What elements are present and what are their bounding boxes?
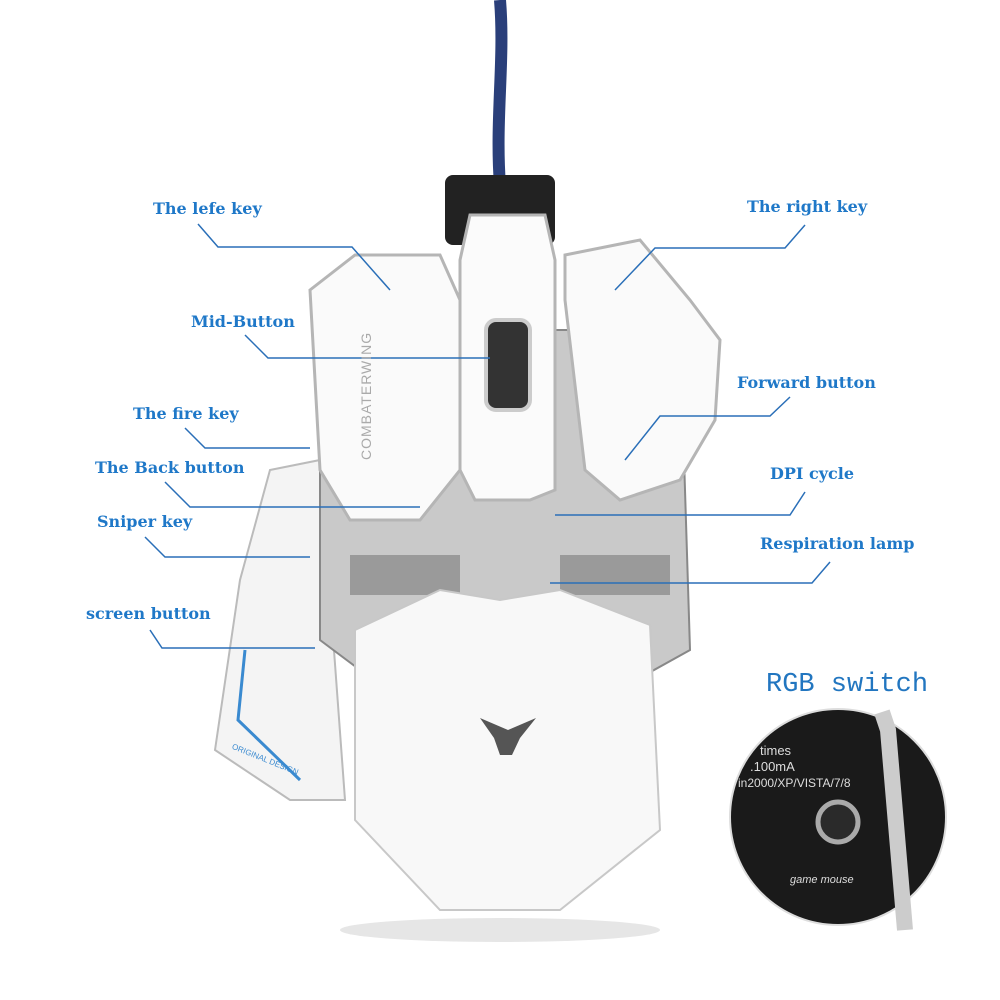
- inset-frame-edge: [874, 709, 913, 931]
- spring-right: [560, 555, 670, 595]
- blue-accent: [236, 649, 302, 782]
- leader-fire-key: [184, 427, 310, 449]
- inset-line-1: times: [760, 743, 792, 758]
- leader-sniper-key: [144, 536, 310, 558]
- label-sniper-key: Sniper key: [97, 512, 193, 531]
- label-screen-button: screen button: [86, 604, 211, 623]
- leader-forward-button: [624, 396, 791, 461]
- leader-mid-button: [244, 334, 490, 359]
- brand-text: COMBATERWING: [358, 331, 374, 460]
- label-dpi-cycle: DPI cycle: [770, 464, 854, 483]
- spring-left: [350, 555, 460, 595]
- label-respiration-lamp: Respiration lamp: [760, 534, 915, 553]
- label-fire-key: The fire key: [133, 404, 239, 423]
- eagle-logo-icon: [480, 718, 536, 755]
- inset-line-3: in2000/XP/VISTA/7/8: [738, 776, 851, 790]
- leader-respiration-lamp: [550, 561, 831, 584]
- label-mid-button: Mid-Button: [191, 312, 295, 331]
- leader-lines: [144, 223, 831, 649]
- left-key-shape: [308, 253, 462, 522]
- shadow: [340, 918, 660, 942]
- label-back-button: The Back button: [95, 458, 245, 477]
- inset-logo: game mouse: [790, 874, 854, 886]
- label-right-key: The right key: [747, 197, 868, 216]
- leader-back-button: [164, 481, 420, 508]
- leader-left-key: [197, 223, 391, 291]
- label-forward-button: Forward button: [737, 373, 876, 392]
- leader-right-key: [614, 224, 806, 291]
- rgb-switch-button: [815, 799, 861, 845]
- leader-screen-button: [149, 629, 315, 649]
- cable: [492, 0, 508, 186]
- label-left-key: The lefe key: [153, 199, 262, 218]
- scroll-wheel: [484, 318, 532, 412]
- leader-dpi-cycle: [555, 491, 806, 516]
- right-key-shape: [563, 238, 722, 502]
- inset-title: RGB switch: [766, 670, 929, 700]
- inset-line-2: .100mA: [750, 759, 795, 774]
